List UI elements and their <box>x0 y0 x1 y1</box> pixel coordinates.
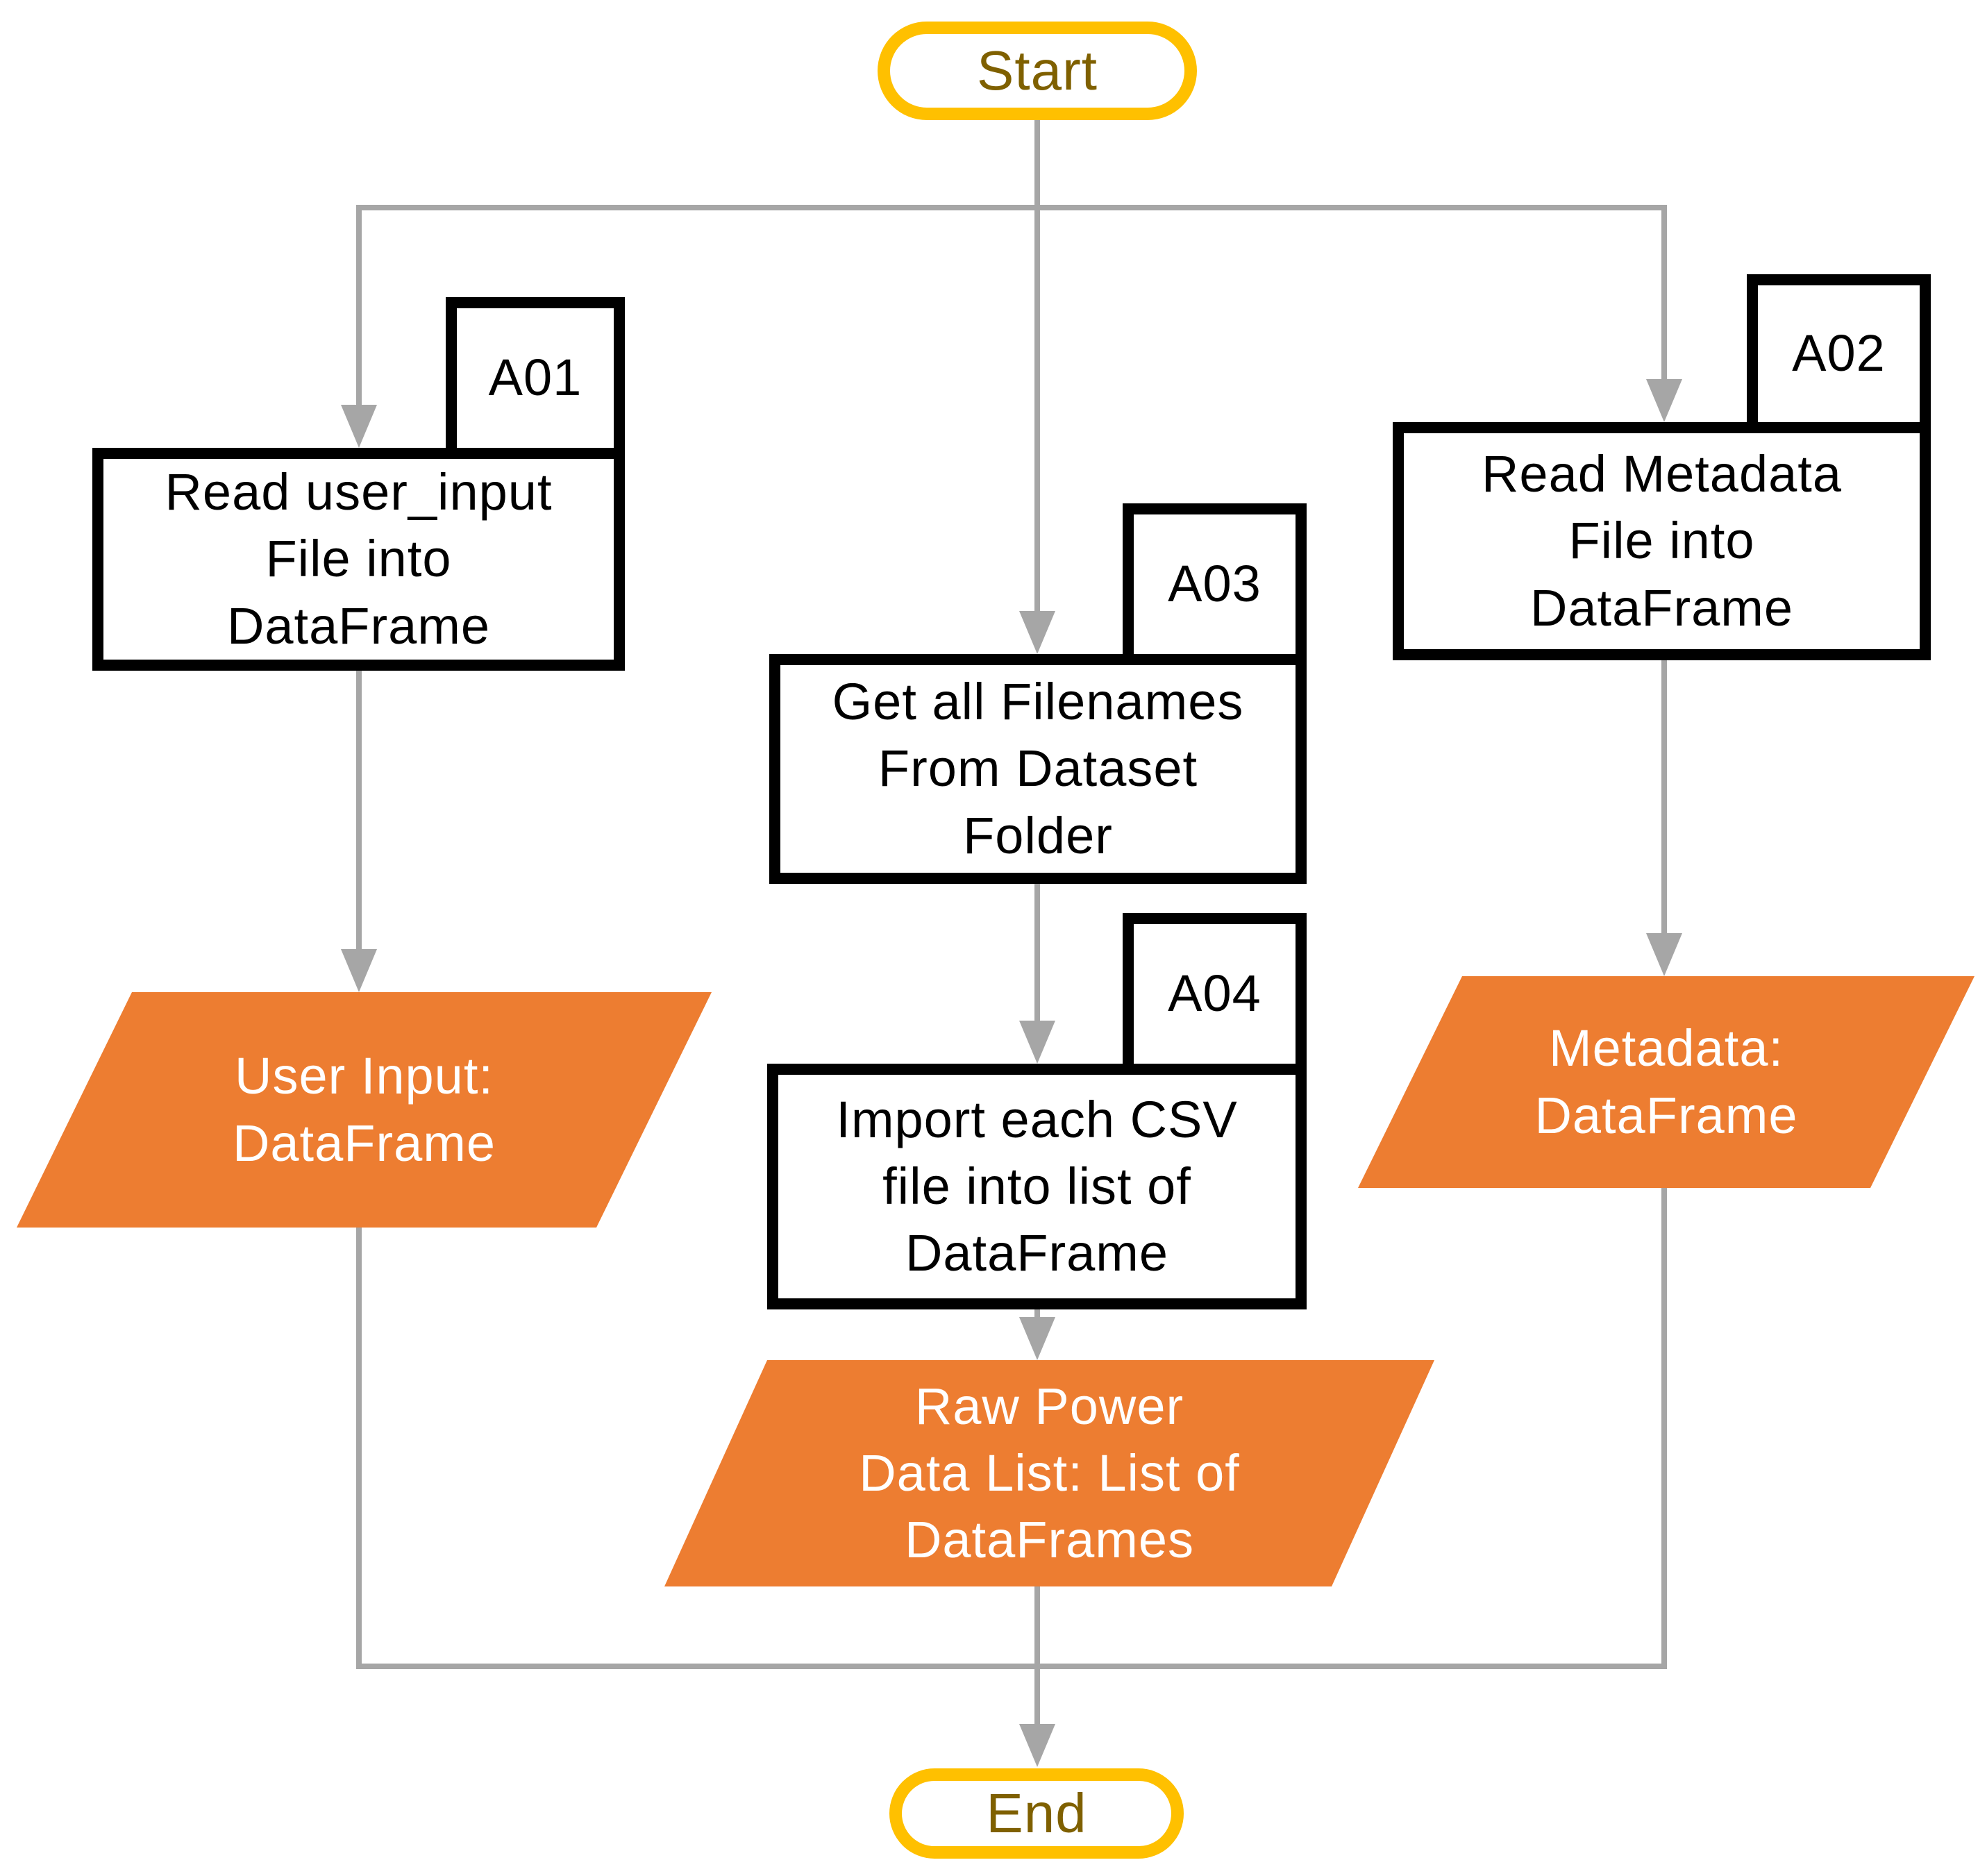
arrowhead-rawpower <box>1019 1317 1055 1360</box>
process-a02-box: Read Metadata File into DataFrame <box>1393 422 1931 660</box>
process-a04-label: Import each CSV file into list of DataFr… <box>836 1090 1238 1282</box>
data-node-metadata-label: Metadata: DataFrame <box>1534 1019 1798 1144</box>
process-a04-id-tab: A04 <box>1123 913 1307 1075</box>
process-a01-id-tab: A01 <box>446 297 625 459</box>
process-a01-box: Read user_input File into DataFrame <box>92 448 625 671</box>
arrowhead-end <box>1019 1724 1055 1767</box>
edge-bottom-join <box>356 1188 1667 1669</box>
edge-top-branch <box>356 205 1667 408</box>
start-label: Start <box>977 40 1098 101</box>
process-a01-id: A01 <box>488 349 582 407</box>
process-a03-label: Get all Filenames From Dataset Folder <box>832 673 1244 864</box>
data-node-user-input-label: User Input: DataFrame <box>232 1047 496 1172</box>
arrowhead-a04 <box>1019 1021 1055 1064</box>
process-a03-box: Get all Filenames From Dataset Folder <box>769 654 1307 884</box>
end-terminator: End <box>889 1768 1184 1859</box>
process-a03-id: A03 <box>1168 555 1261 613</box>
arrowhead-userinput <box>341 949 377 992</box>
data-node-metadata: Metadata: DataFrame <box>1358 976 1975 1188</box>
end-label: End <box>986 1782 1087 1844</box>
arrowhead-a03 <box>1019 611 1055 654</box>
data-node-raw-power: Raw Power Data List: List of DataFrames <box>664 1360 1434 1586</box>
data-node-user-input: User Input: DataFrame <box>17 992 712 1228</box>
arrowhead-metadata <box>1646 933 1682 976</box>
process-a01-label: Read user_input File into DataFrame <box>165 463 553 655</box>
process-a04-box: Import each CSV file into list of DataFr… <box>767 1064 1307 1309</box>
arrowhead-a02 <box>1646 379 1682 422</box>
process-a02-id-tab: A02 <box>1747 274 1931 433</box>
process-a03-id-tab: A03 <box>1123 503 1307 665</box>
arrowhead-a01 <box>341 405 377 448</box>
process-a02-id: A02 <box>1792 324 1886 383</box>
start-terminator: Start <box>878 22 1197 120</box>
process-a04-id: A04 <box>1168 964 1261 1023</box>
process-a02-label: Read Metadata File into DataFrame <box>1481 445 1842 637</box>
data-node-raw-power-label: Raw Power Data List: List of DataFrames <box>859 1377 1240 1569</box>
